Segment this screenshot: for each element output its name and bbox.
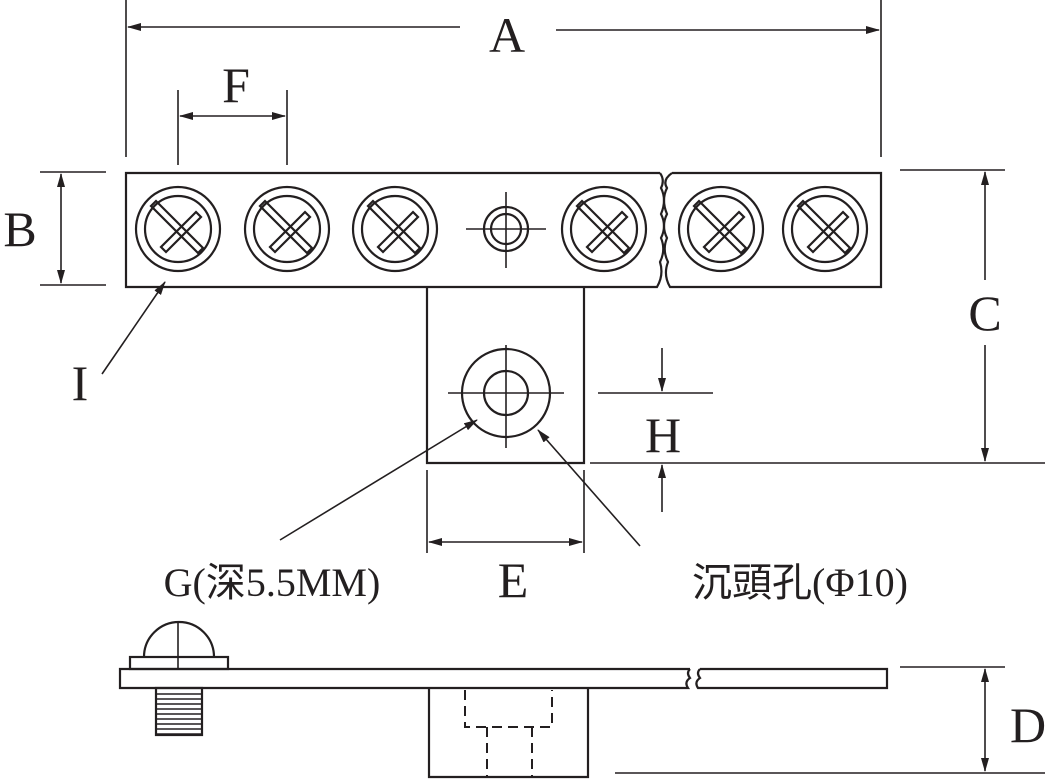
label-c: C — [968, 285, 1001, 341]
screw-icon — [134, 185, 222, 273]
label-d: D — [1010, 697, 1046, 753]
label-i: I — [72, 355, 89, 411]
label-a: A — [489, 7, 525, 63]
leader-i: I — [72, 281, 166, 411]
label-f: F — [222, 57, 250, 113]
screw-icon — [781, 185, 869, 273]
label-countersink: 沉頭孔(Φ10) — [692, 560, 908, 605]
leader-countersink: 沉頭孔(Φ10) — [537, 429, 908, 605]
dimension-c: C — [590, 169, 1045, 464]
screw-icon — [351, 185, 439, 273]
label-b: B — [3, 201, 36, 257]
mounting-tab — [425, 287, 586, 465]
dimension-d: D — [615, 666, 1046, 774]
dimension-b: B — [3, 171, 106, 286]
side-view — [118, 620, 889, 779]
dimension-f: F — [177, 57, 288, 165]
label-e: E — [498, 552, 529, 608]
dimension-e: E — [426, 470, 585, 608]
screw-icon — [560, 185, 648, 273]
label-h: H — [645, 407, 681, 463]
dimension-a: A — [125, 0, 882, 157]
center-hole-icon — [466, 192, 546, 268]
screw-row — [134, 185, 869, 273]
dimension-h: H — [598, 348, 713, 512]
bar-top-view — [124, 171, 883, 289]
screw-icon — [243, 185, 331, 273]
leader-g: G(深5.5MM) — [164, 419, 478, 605]
screw-icon — [677, 185, 765, 273]
label-g: G(深5.5MM) — [164, 560, 381, 605]
